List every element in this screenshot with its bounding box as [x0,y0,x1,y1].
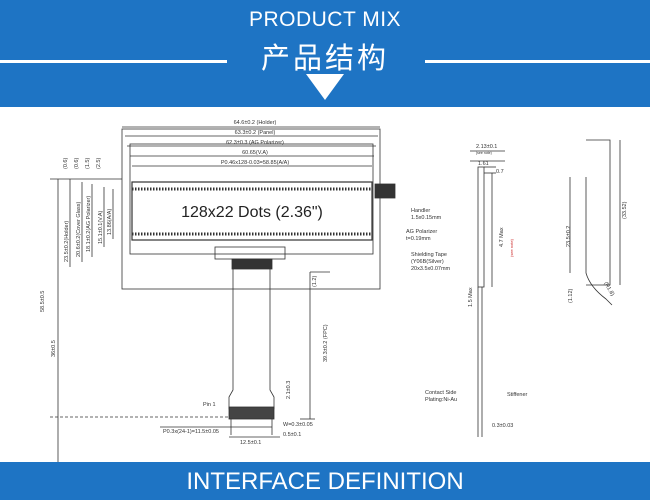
right-dim-total: (33.52) [622,201,628,219]
side-dim-4: 4.7 Max [499,227,505,247]
dim-va-width: 60.65(V.A) [242,150,268,156]
side-dim-3: 0.7 [496,169,504,175]
dim-panel-width: 63.3±0.2 (Panel) [235,130,276,136]
dim-ag-polarizer: 18.1±0.2(AG Polarizer) [86,196,92,252]
footer-banner: INTERFACE DEFINITION [0,462,650,500]
note-contact-side: Contact Side [425,390,457,396]
right-dim-radius: (R1.8) [602,281,615,297]
side-dim-0: 2.13±0.1 [476,144,497,150]
note-shield-material: (Y06B(Silver) [411,259,444,265]
header-title-cn: 产品结构 [260,41,389,75]
dim-cover-glass: 20.6±0.2(Cover Glass) [76,202,82,257]
side-dim-1: (see note) [476,151,492,155]
header-rule-right [425,60,650,63]
dim-va-height: 15.1±0.1(V.A) [98,210,104,244]
note-handler: Handler [411,208,430,214]
side-dim-2: 1.61 [478,161,489,167]
product-drawing: 64.6±0.2 (Holder) 63.3±0.2 (Panel) 62.3±… [40,120,628,462]
display-caption: 128x22 Dots (2.36") [181,204,323,221]
footer-title-en: INTERFACE DEFINITION [186,468,464,495]
dim-pitch: P0.3x(24-1)=11.5±0.05 [163,429,219,435]
dim-holder-height: 23.5±0.2(Holder) [64,221,70,262]
dim-pin-width: W=0.3±0.05 [283,422,313,428]
dim-fpc-width: 12.5±0.1 [240,440,261,446]
note-shield-size: 20x3.5x0.07mm [411,266,451,272]
header-banner: PRODUCT MIX 产品结构 [0,0,650,107]
dim-left-1: (0.6) [74,158,80,169]
right-dim-thickness: (1.12) [568,288,574,303]
dim-left-3: (2.5) [96,158,102,169]
panel-outline [129,143,374,255]
dim-fpc-length: 36±0.5 [51,340,57,357]
side-dim-6: 1.5 Max [468,287,474,307]
dim-fpc-offset: (1.2) [312,276,318,287]
display-area [131,181,373,241]
dim-aa-width: P0.46x128-0.03=58.85(A/A) [221,160,290,166]
note-shield-tape: Shielding Tape [411,252,447,258]
dim-total-height: 58.5±0.5 [40,291,46,312]
header-title-en: PRODUCT MIX [248,8,402,31]
note-plating: Plating:Ni-Au [425,397,457,403]
note-ag-thickness: t=0.19mm [406,236,431,242]
dim-left-2: (1.5) [85,158,91,169]
dim-holder-width: 64.6±0.2 (Holder) [234,120,277,126]
dim-contact-length: 2.1±0.3 [286,381,292,399]
holder-outline [121,128,381,290]
dim-pin-gap: 0.5±0.1 [283,432,301,438]
dim-polarizer-width: 62.3±0.3 (AG Polarizer) [226,140,284,146]
note-stiffener: Stiffener [507,392,528,398]
dim-aa-height: 13.86(A/A) [107,209,113,235]
side-dim-5: (see note) [509,238,514,257]
down-arrow-icon [306,74,344,100]
note-handler-size: 1.5x0.15mm [411,215,442,221]
dim-stiffener-thickness: 0.3±0.03 [492,423,513,429]
pin1-label: Pin 1 [203,402,216,408]
right-dim-height: 23.5±0.2 [566,226,572,247]
header-rule-left [0,60,227,63]
note-ag-polarizer: AG Polarizer [406,229,437,235]
dim-fpc-height: 39.3±0.2 (FPC) [323,324,329,362]
dim-left-0: (0.6) [63,158,69,169]
